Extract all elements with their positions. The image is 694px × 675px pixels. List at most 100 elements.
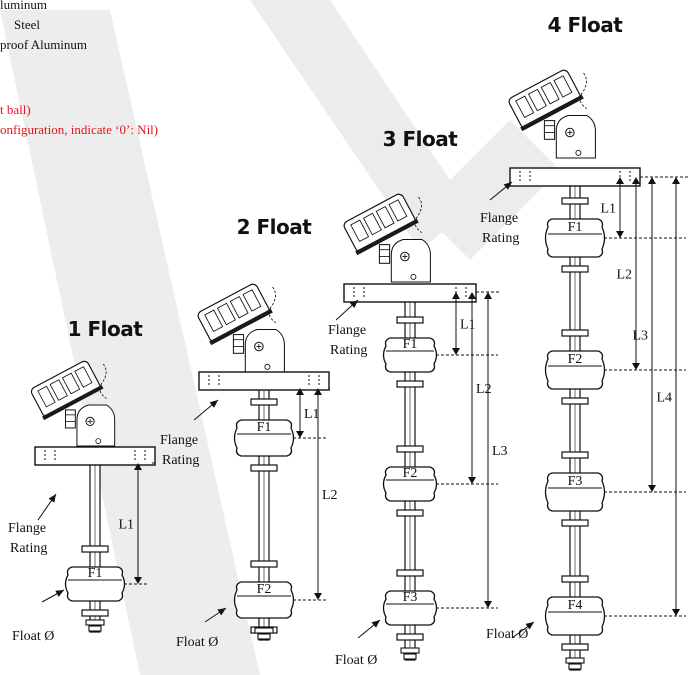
bolt [95,438,102,444]
end-nut [88,625,102,632]
dimension-l1-label: L1 [460,318,476,333]
stop-collar-upper [250,560,278,568]
float-1-body [382,337,438,373]
flange [343,283,477,303]
cover-rib [540,81,560,105]
head-cover [30,360,104,421]
dimension-l3-label: L3 [632,329,648,344]
cover-band [42,384,104,421]
bolt [575,149,582,156]
cover-rib [74,366,93,388]
dimension-l3-arrow-top [484,292,492,299]
head-neck [555,114,596,159]
dimension-l1-arrow-bottom [296,431,304,438]
float-diameter-label: Float Ø [486,627,528,642]
dimension-l2-arrow-bottom [468,477,476,484]
dimension-l1-label: L1 [600,202,616,217]
end-nut [403,653,417,660]
flange-rating-label: Rating [482,231,519,246]
cover-rib [515,95,535,119]
terminal-head [508,69,596,159]
note-line-2: onfiguration, indicate ‘0’: Nil) [0,122,159,137]
dimension-l2-arrow-top [468,292,476,299]
stop-collar-upper [396,316,424,324]
head-neck [244,328,285,373]
end-fitting [254,627,274,634]
flange-pointer-head [503,182,512,190]
end-fitting [400,647,420,654]
head-cover [197,283,273,346]
cable-gland [543,120,556,140]
stop-collar-upper [396,445,424,453]
float-4-body [544,596,606,636]
cover-rib [37,385,56,408]
stop-collar-lower [561,265,589,273]
stop-collar-lower [396,509,424,517]
float-2-body [544,350,606,390]
dimension-l3-label: L3 [492,444,508,459]
flange-pointer-head [349,300,358,308]
diagram-title: 1 Float [68,317,144,341]
top-cable [268,286,277,324]
diagram-title: 4 Float [548,13,624,37]
stop-collar-lower [561,397,589,405]
terminal-head [343,193,431,283]
stop-collar-upper [250,398,278,406]
flange-rating-label: Rating [10,541,47,556]
head-cover [508,69,584,132]
dimension-l1-label: L1 [118,518,134,533]
bolt [264,363,271,370]
float-diameter-label: Float Ø [12,629,54,644]
stop-collar-upper [561,451,589,459]
bolt [410,273,417,280]
stop-collar-lower [561,643,589,651]
flange-pointer-head [48,494,56,503]
cover-rib [49,379,68,401]
terminal-head [197,283,285,373]
cable-gland [232,334,245,354]
float-3-label: F3 [403,590,418,605]
float-pointer-head [371,620,380,628]
dimension-l2-arrow-bottom [314,593,322,600]
flange-rating-label: Flange [328,323,366,338]
cover-rib [388,199,408,222]
float-pointer-head [525,622,534,630]
end-nut [257,633,271,640]
float-diagram-4: 4 FloatF1F2F3F4L1L2L3L4FlangeRatingFloat… [480,13,688,671]
end-fitting [85,619,105,626]
dimension-l1-label: L1 [304,407,320,422]
cover-rib [350,219,370,243]
flange-rating-label: Rating [162,453,199,468]
float-1-label: F1 [568,220,583,235]
dimension-l3-arrow-top [648,177,656,184]
dimension-l2-arrow-top [314,388,322,395]
cover-band [355,218,419,256]
stop-collar-lower [396,633,424,641]
material-line-3: proof Aluminum [0,37,88,52]
cover-rib [204,309,224,333]
cover-rib [229,295,249,319]
stop-collar-upper [561,575,589,583]
flange-rating-label: Flange [160,433,198,448]
cable-gland [378,244,391,264]
float-3-body [544,472,606,512]
float-1-body [64,566,126,602]
float-2-body [233,581,295,619]
float-4-label: F4 [568,598,583,613]
float-pointer-head [55,590,64,597]
float-3-label: F3 [568,474,583,489]
cover-rib [61,372,81,395]
stop-collar-lower [561,519,589,527]
flange [198,371,330,391]
head-neck [390,238,431,283]
dimension-l1-arrow-top [296,388,304,395]
float-2-label: F2 [257,582,272,597]
dimension-l1-arrow-bottom [452,348,460,355]
float-diameter-label: Float Ø [335,653,377,668]
stop-collar-lower [250,464,278,472]
cover-rib [216,302,236,326]
float-2-label: F2 [403,466,418,481]
